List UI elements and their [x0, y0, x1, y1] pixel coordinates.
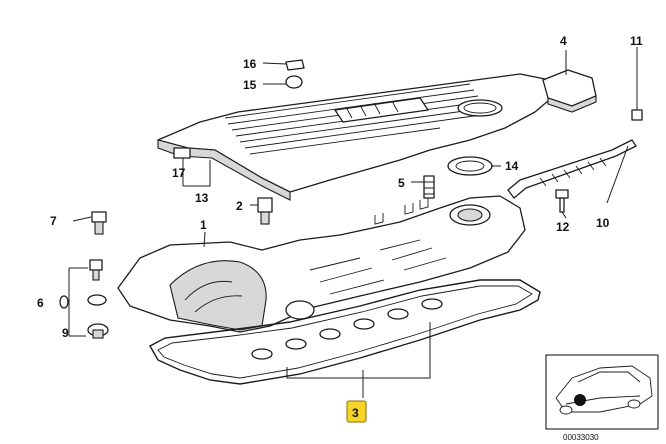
callouts: 1 2 3 4 5 6 7 9 10 11 12 13 14 15 16 17 — [37, 34, 643, 423]
callout-14[interactable]: 14 — [505, 159, 519, 173]
callout-6[interactable]: 6 — [37, 296, 44, 310]
callout-10[interactable]: 10 — [596, 216, 610, 230]
callout-11[interactable]: 11 — [630, 34, 643, 48]
callout-5[interactable]: 5 — [398, 176, 405, 190]
car-outline — [555, 365, 653, 413]
clip[interactable] — [285, 59, 305, 71]
sleeve[interactable] — [423, 175, 435, 199]
engine-cover[interactable] — [157, 73, 556, 201]
seal-9[interactable] — [87, 323, 109, 339]
rubber-mount[interactable] — [257, 197, 273, 225]
callout-17[interactable]: 17 — [172, 166, 186, 180]
nut[interactable] — [631, 109, 643, 121]
cable-clip[interactable] — [173, 147, 191, 159]
callout-2[interactable]: 2 — [236, 199, 243, 213]
callout-12[interactable]: 12 — [556, 220, 570, 234]
grommet[interactable] — [285, 75, 303, 89]
bolt-6[interactable] — [89, 259, 103, 281]
support-rod[interactable] — [507, 139, 637, 199]
bolt-12[interactable] — [555, 189, 569, 213]
callout-9[interactable]: 9 — [62, 326, 69, 340]
locator-inset: 00033030 — [545, 354, 659, 442]
callout-16[interactable]: 16 — [243, 57, 257, 71]
callout-15[interactable]: 15 — [243, 78, 257, 92]
drawing-code: 00033030 — [563, 433, 599, 442]
callout-1[interactable]: 1 — [200, 218, 207, 232]
seal-ring[interactable] — [447, 156, 493, 176]
inset-frame — [545, 354, 659, 430]
callout-3-highlight — [346, 400, 367, 423]
washer[interactable] — [59, 294, 107, 309]
callout-3[interactable]: 3 — [352, 406, 359, 420]
leader-lines — [68, 47, 638, 398]
bolt-7[interactable] — [91, 211, 107, 235]
callout-13[interactable]: 13 — [195, 191, 209, 205]
location-marker — [574, 394, 586, 406]
callout-7[interactable]: 7 — [50, 214, 57, 228]
oil-filler-cap[interactable] — [542, 69, 597, 113]
valve-cover-gasket[interactable] — [149, 279, 541, 385]
valve-cover[interactable] — [117, 195, 526, 333]
callout-4[interactable]: 4 — [560, 34, 567, 48]
